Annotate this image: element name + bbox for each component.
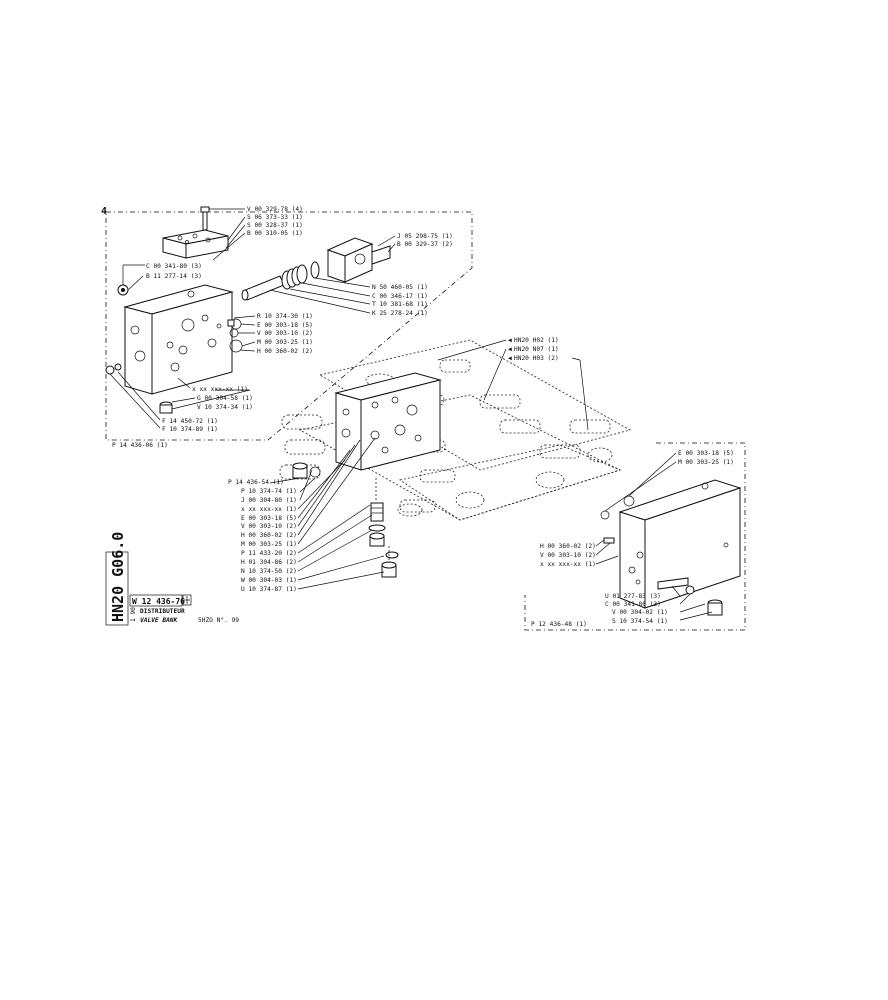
- leader-lines-top-left: [109, 208, 396, 429]
- part-label: x xx xxx-xx (1): [540, 561, 596, 568]
- pin-icon: [603, 537, 615, 544]
- part-label: V 00 303-10 (2): [540, 552, 596, 559]
- valve-section-middle: [334, 372, 442, 471]
- part-label: C 00 341-80 (3): [605, 601, 661, 608]
- connection-label: HN20 H03 (2): [514, 355, 559, 362]
- end-section-body: [618, 479, 742, 609]
- detail-right: E 00 303-18 (5) M 00 303-25 (1) H 00 360…: [524, 442, 746, 631]
- name-fr: DISTRIBUTEUR: [140, 608, 185, 615]
- leader-lines-center: [269, 437, 385, 590]
- detail-frame: [524, 442, 746, 631]
- plug-icon: [105, 365, 115, 375]
- part-label: E 00 303-18 (5): [678, 450, 734, 457]
- serial-number: 5HZO N°. 99: [198, 616, 239, 624]
- sheet-symbol-icon: [182, 594, 192, 606]
- seal-ring-icon: [309, 466, 321, 478]
- plug-icon: [117, 284, 129, 296]
- part-label: F 10 374-89 (1): [162, 426, 218, 433]
- part-label: F 14 450-72 (1): [162, 418, 218, 425]
- part-label: J 00 304-80 (1): [241, 497, 297, 504]
- sub-index: 1 90: [130, 607, 137, 622]
- drawing-number-frame: [129, 594, 183, 607]
- part-label: E 00 303-18 (5): [241, 515, 297, 522]
- part-label: E 00 303-18 (5): [257, 322, 313, 329]
- part-label: U 01 277-83 (3): [605, 593, 661, 600]
- part-label: P 14 436-54 (1): [228, 479, 284, 486]
- screw-icon: [227, 319, 235, 327]
- part-label: P 11 433-20 (2): [241, 550, 297, 557]
- part-label: K 25 278-24 (1): [372, 310, 428, 317]
- connection-label: HN20 H02 (1): [514, 337, 559, 344]
- plug-icon: [292, 462, 308, 479]
- leader-lines-right: [595, 452, 713, 621]
- end-cap: [326, 237, 391, 283]
- part-label: B 11 277-14 (3): [146, 273, 202, 280]
- check-valve-icon: [368, 502, 386, 547]
- part-label: N 50 460-05 (1): [372, 284, 428, 291]
- plug-icon: [707, 599, 723, 616]
- screw-icon: [200, 206, 210, 231]
- connection-icon: ◀: [508, 337, 512, 344]
- part-label: V 00 329-78 (4): [247, 206, 303, 213]
- part-label: U 10 374-87 (1): [241, 586, 297, 593]
- name-en: VALVE BANK: [140, 617, 179, 624]
- detail-frame: [105, 211, 473, 441]
- part-label: M 00 303-25 (1): [678, 459, 734, 466]
- plug-icon: [381, 561, 397, 578]
- part-label: S 10 374-54 (1): [612, 618, 668, 625]
- part-label: x xx xxx-xx (1): [192, 386, 248, 393]
- part-label: x xx xxx-xx (1): [241, 506, 297, 513]
- washer-icon: [310, 261, 320, 279]
- group-ref: P 14 436-06 (1): [112, 442, 168, 449]
- detail-top-left: 4: [101, 206, 473, 449]
- connection-callouts: ◀ ◀ ◀ HN20 H02 (1) HN20 N07 (1) HN20 H03…: [437, 337, 589, 431]
- part-label: V 00 304-02 (1): [612, 609, 668, 616]
- title-block: HN20 G06.0 W 12 436-76 1 90 DISTRIBUTEUR…: [105, 532, 239, 626]
- part-label: M 00 303-25 (1): [257, 339, 313, 346]
- part-label: T 10 381-68 (1): [372, 301, 428, 308]
- drawing-number: W 12 436-76: [132, 597, 185, 606]
- detail-center-parts: P 14 436-54 (1) P 10 374-74 (1) J 00 304…: [228, 437, 399, 593]
- connection-icon: ◀: [508, 355, 512, 362]
- part-label: B 00 310-05 (1): [247, 230, 303, 237]
- part-label: H 00 360-02 (2): [540, 543, 596, 550]
- washer-icon: [385, 551, 399, 559]
- spring-icon: [281, 264, 308, 290]
- side-code-frame: [105, 551, 129, 626]
- group-ref: P 12 436-48 (1): [531, 621, 587, 628]
- o-ring-icon: [623, 495, 635, 507]
- o-ring-icon: [600, 510, 610, 520]
- seal-ring-icon: [114, 363, 122, 371]
- part-label: V 00 303-10 (2): [241, 523, 297, 530]
- part-label: R 10 374-30 (1): [257, 313, 313, 320]
- screw-icon: [657, 577, 695, 595]
- part-label: V 10 374-34 (1): [197, 404, 253, 411]
- part-label: G 00 304-58 (1): [197, 395, 253, 402]
- connection-label: HN20 N07 (1): [514, 346, 559, 353]
- part-label: H 01 304-86 (2): [241, 559, 297, 566]
- part-label: S 06 373-33 (1): [247, 214, 303, 221]
- part-label: M 00 303-25 (1): [241, 541, 297, 548]
- part-label: S 00 328-37 (1): [247, 222, 303, 229]
- side-code: HN20 G06.0: [109, 532, 127, 622]
- part-label: C 00 346-17 (1): [372, 293, 428, 300]
- cover-plate: [162, 229, 229, 259]
- connection-icon: ◀: [508, 346, 512, 353]
- part-label: V 00 303-10 (2): [257, 330, 313, 337]
- part-label: J 05 298-75 (1): [397, 233, 453, 240]
- part-label: B 00 329-37 (2): [397, 241, 453, 248]
- part-label: H 00 360-02 (2): [241, 532, 297, 539]
- part-label: N 10 374-50 (2): [241, 568, 297, 575]
- valve-section-body: [123, 284, 234, 395]
- part-label: C 00 341-80 (3): [146, 263, 202, 270]
- spool-icon: [241, 275, 285, 301]
- view-number: 4: [101, 206, 107, 217]
- part-label: W 00 304-03 (1): [241, 577, 297, 584]
- part-label: P 10 374-74 (1): [241, 488, 297, 495]
- part-label: H 00 360-02 (2): [257, 348, 313, 355]
- valve-bank-assembly: [279, 339, 632, 521]
